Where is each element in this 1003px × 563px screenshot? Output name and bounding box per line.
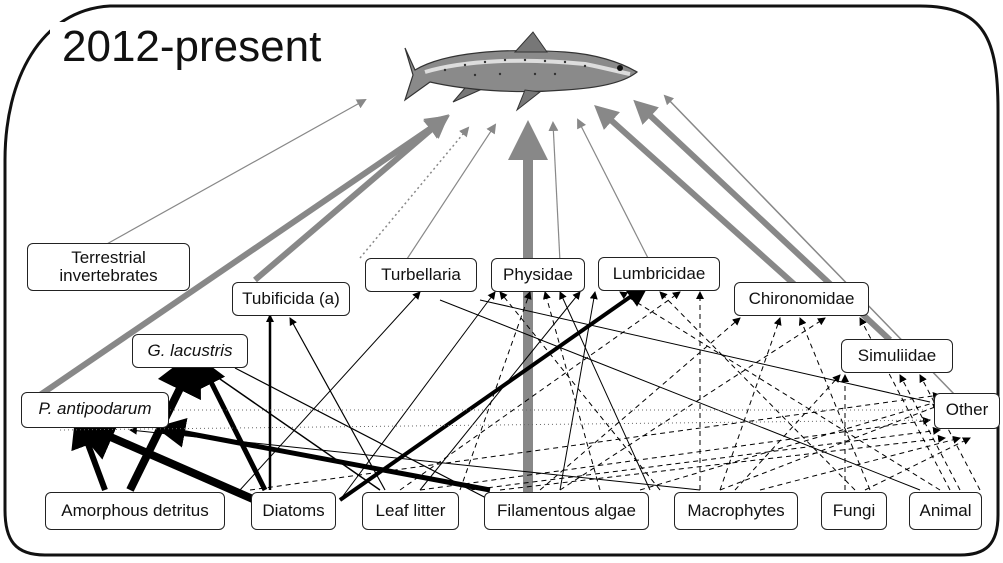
diagram-border [3, 4, 1000, 557]
node-macrophytes: Macrophytes [674, 492, 798, 530]
node-other: Other [934, 393, 1000, 429]
trout-icon [403, 31, 639, 112]
node-terrestrial-invertebrates: Terrestrial invertebrates [27, 243, 190, 291]
node-tubificida: Tubificida (a) [232, 282, 350, 316]
node-diatoms: Diatoms [251, 492, 336, 530]
dashed-feeding-links [249, 291, 981, 491]
node-amorphous-detritus: Amorphous detritus [45, 492, 225, 530]
node-animal: Animal [909, 492, 982, 530]
node-g-lacustris: G. lacustris [132, 334, 248, 368]
thin-solid-links [129, 291, 931, 501]
node-fungi: Fungi [821, 492, 887, 530]
node-leaf-litter: Leaf litter [362, 492, 459, 530]
node-chironomidae: Chironomidae [734, 282, 869, 316]
node-p-antipodarum: P. antipodarum [21, 392, 169, 428]
dotted-links [59, 409, 931, 431]
node-lumbricidae: Lumbricidae [598, 257, 720, 291]
node-physidae: Physidae [491, 258, 585, 292]
node-turbellaria: Turbellaria [365, 258, 477, 292]
node-filamentous-algae: Filamentous algae [484, 492, 649, 530]
fish-diet-arrows [38, 94, 956, 500]
node-simuliidae: Simuliidae [841, 339, 953, 373]
diagram-title: 2012-present [50, 22, 334, 72]
